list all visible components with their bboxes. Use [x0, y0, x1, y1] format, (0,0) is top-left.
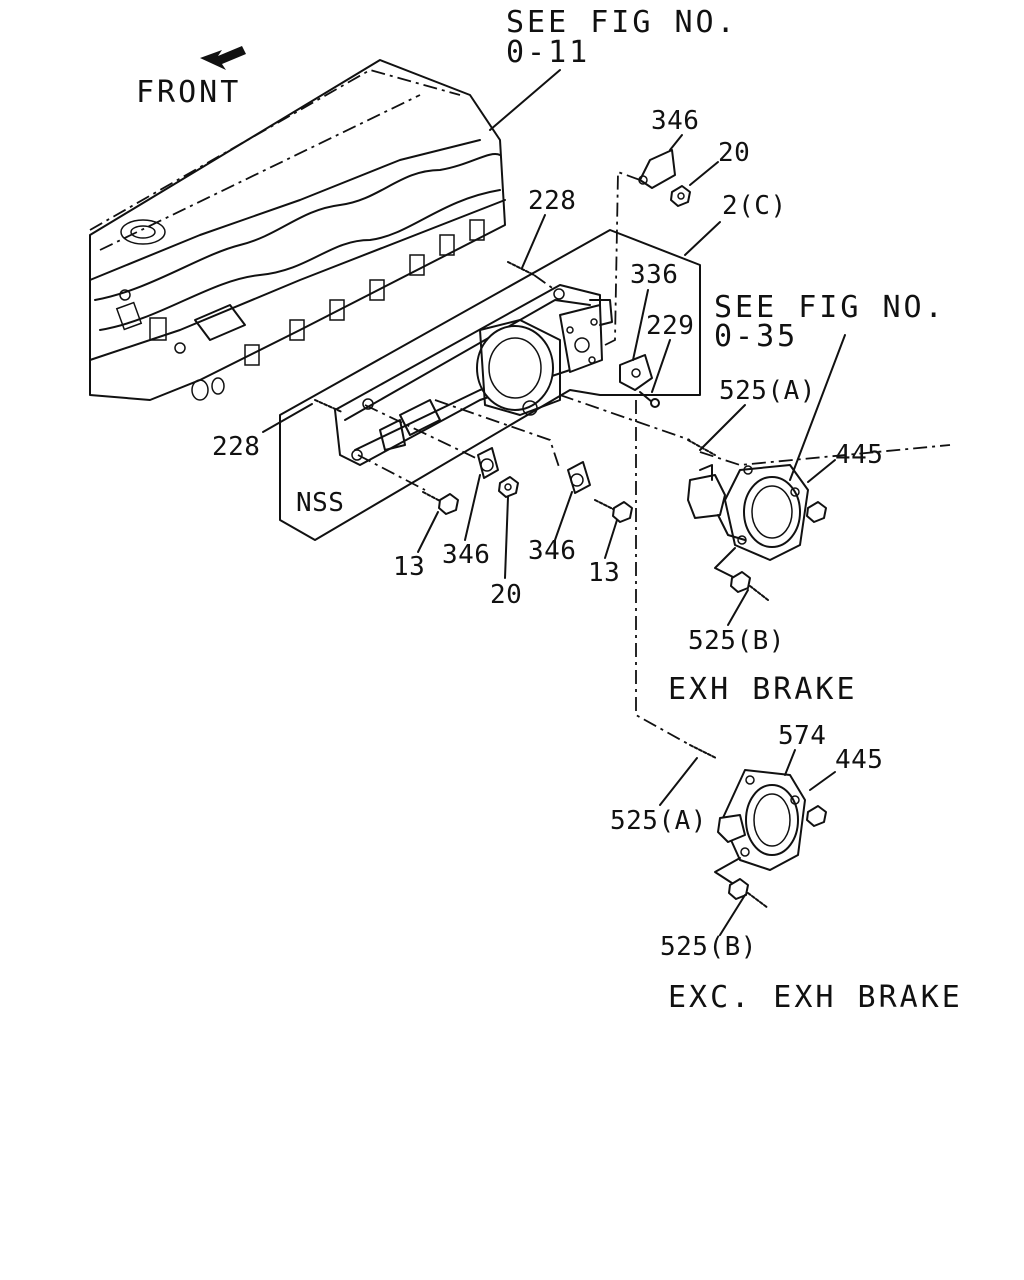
- exhaust-flange-drawing: [689, 744, 827, 909]
- leader-manifold-3: [434, 399, 561, 471]
- bolt-13-right-drawing: [594, 499, 633, 523]
- callout-229: 229: [646, 311, 695, 341]
- stud-228-top-drawing: [507, 261, 556, 291]
- callout-228-left: 228: [212, 432, 261, 462]
- callout-525a-top: 525(A): [719, 376, 816, 406]
- see-fig-011-line1: SEE FIG NO.: [506, 5, 738, 40]
- callout-346-mid: 346: [528, 536, 577, 566]
- bolt-229-drawing: [639, 391, 660, 408]
- callout-346-left: 346: [442, 540, 491, 570]
- callout-445-bottom: 445: [835, 745, 884, 775]
- see-fig-035-line2: 0-35: [714, 319, 799, 354]
- see-fig-011-line2: 0-11: [506, 35, 591, 70]
- clamp-346-top-drawing: [638, 149, 676, 189]
- callout-20-bottom: 20: [490, 580, 523, 610]
- callout-336: 336: [630, 260, 679, 290]
- callout-525b-top: 525(B): [688, 626, 785, 656]
- leader-manifold-2: [357, 454, 426, 491]
- see-fig-035-line1: SEE FIG NO.: [714, 290, 946, 325]
- group-bracket-2c: [279, 229, 701, 541]
- bolt-13-left-drawing: [422, 491, 459, 515]
- nut-20-top-drawing: [670, 185, 691, 207]
- callout-228-top: 228: [528, 186, 577, 216]
- callout-2c: 2(C): [722, 191, 787, 221]
- callout-346-top: 346: [651, 106, 700, 136]
- callout-13-left: 13: [393, 552, 426, 582]
- front-label: FRONT: [136, 75, 242, 110]
- callout-20-top: 20: [718, 138, 751, 168]
- stud-228-left-drawing: [314, 399, 343, 413]
- bracket-336-drawing: [619, 354, 653, 391]
- leader-top-clamp: [604, 170, 641, 346]
- callout-525a-bottom: 525(A): [610, 806, 707, 836]
- callout-leaders: [262, 69, 846, 936]
- exhaust-manifold-drawing: [334, 284, 613, 466]
- cylinder-head-drawing: [89, 59, 506, 401]
- leader-manifold-1: [364, 404, 481, 461]
- nut-20-bottom-drawing: [498, 476, 519, 498]
- leader-vertical: [635, 400, 691, 746]
- callout-13-right: 13: [588, 558, 621, 588]
- front-arrow-icon: [200, 46, 246, 70]
- leader-to-exh: [699, 444, 951, 466]
- exc-exh-brake-label: EXC. EXH BRAKE: [668, 980, 963, 1015]
- exh-brake-label: EXH BRAKE: [668, 672, 858, 707]
- callout-574: 574: [778, 721, 827, 751]
- nss-label: NSS: [296, 488, 345, 518]
- leader-manifold-4: [559, 394, 691, 441]
- clamp-346-left-drawing: [477, 447, 499, 479]
- callout-445-top: 445: [835, 440, 884, 470]
- exhaust-brake-drawing: [687, 439, 827, 601]
- clamp-346-mid-drawing: [567, 461, 591, 494]
- callout-525b-bottom: 525(B): [660, 932, 757, 962]
